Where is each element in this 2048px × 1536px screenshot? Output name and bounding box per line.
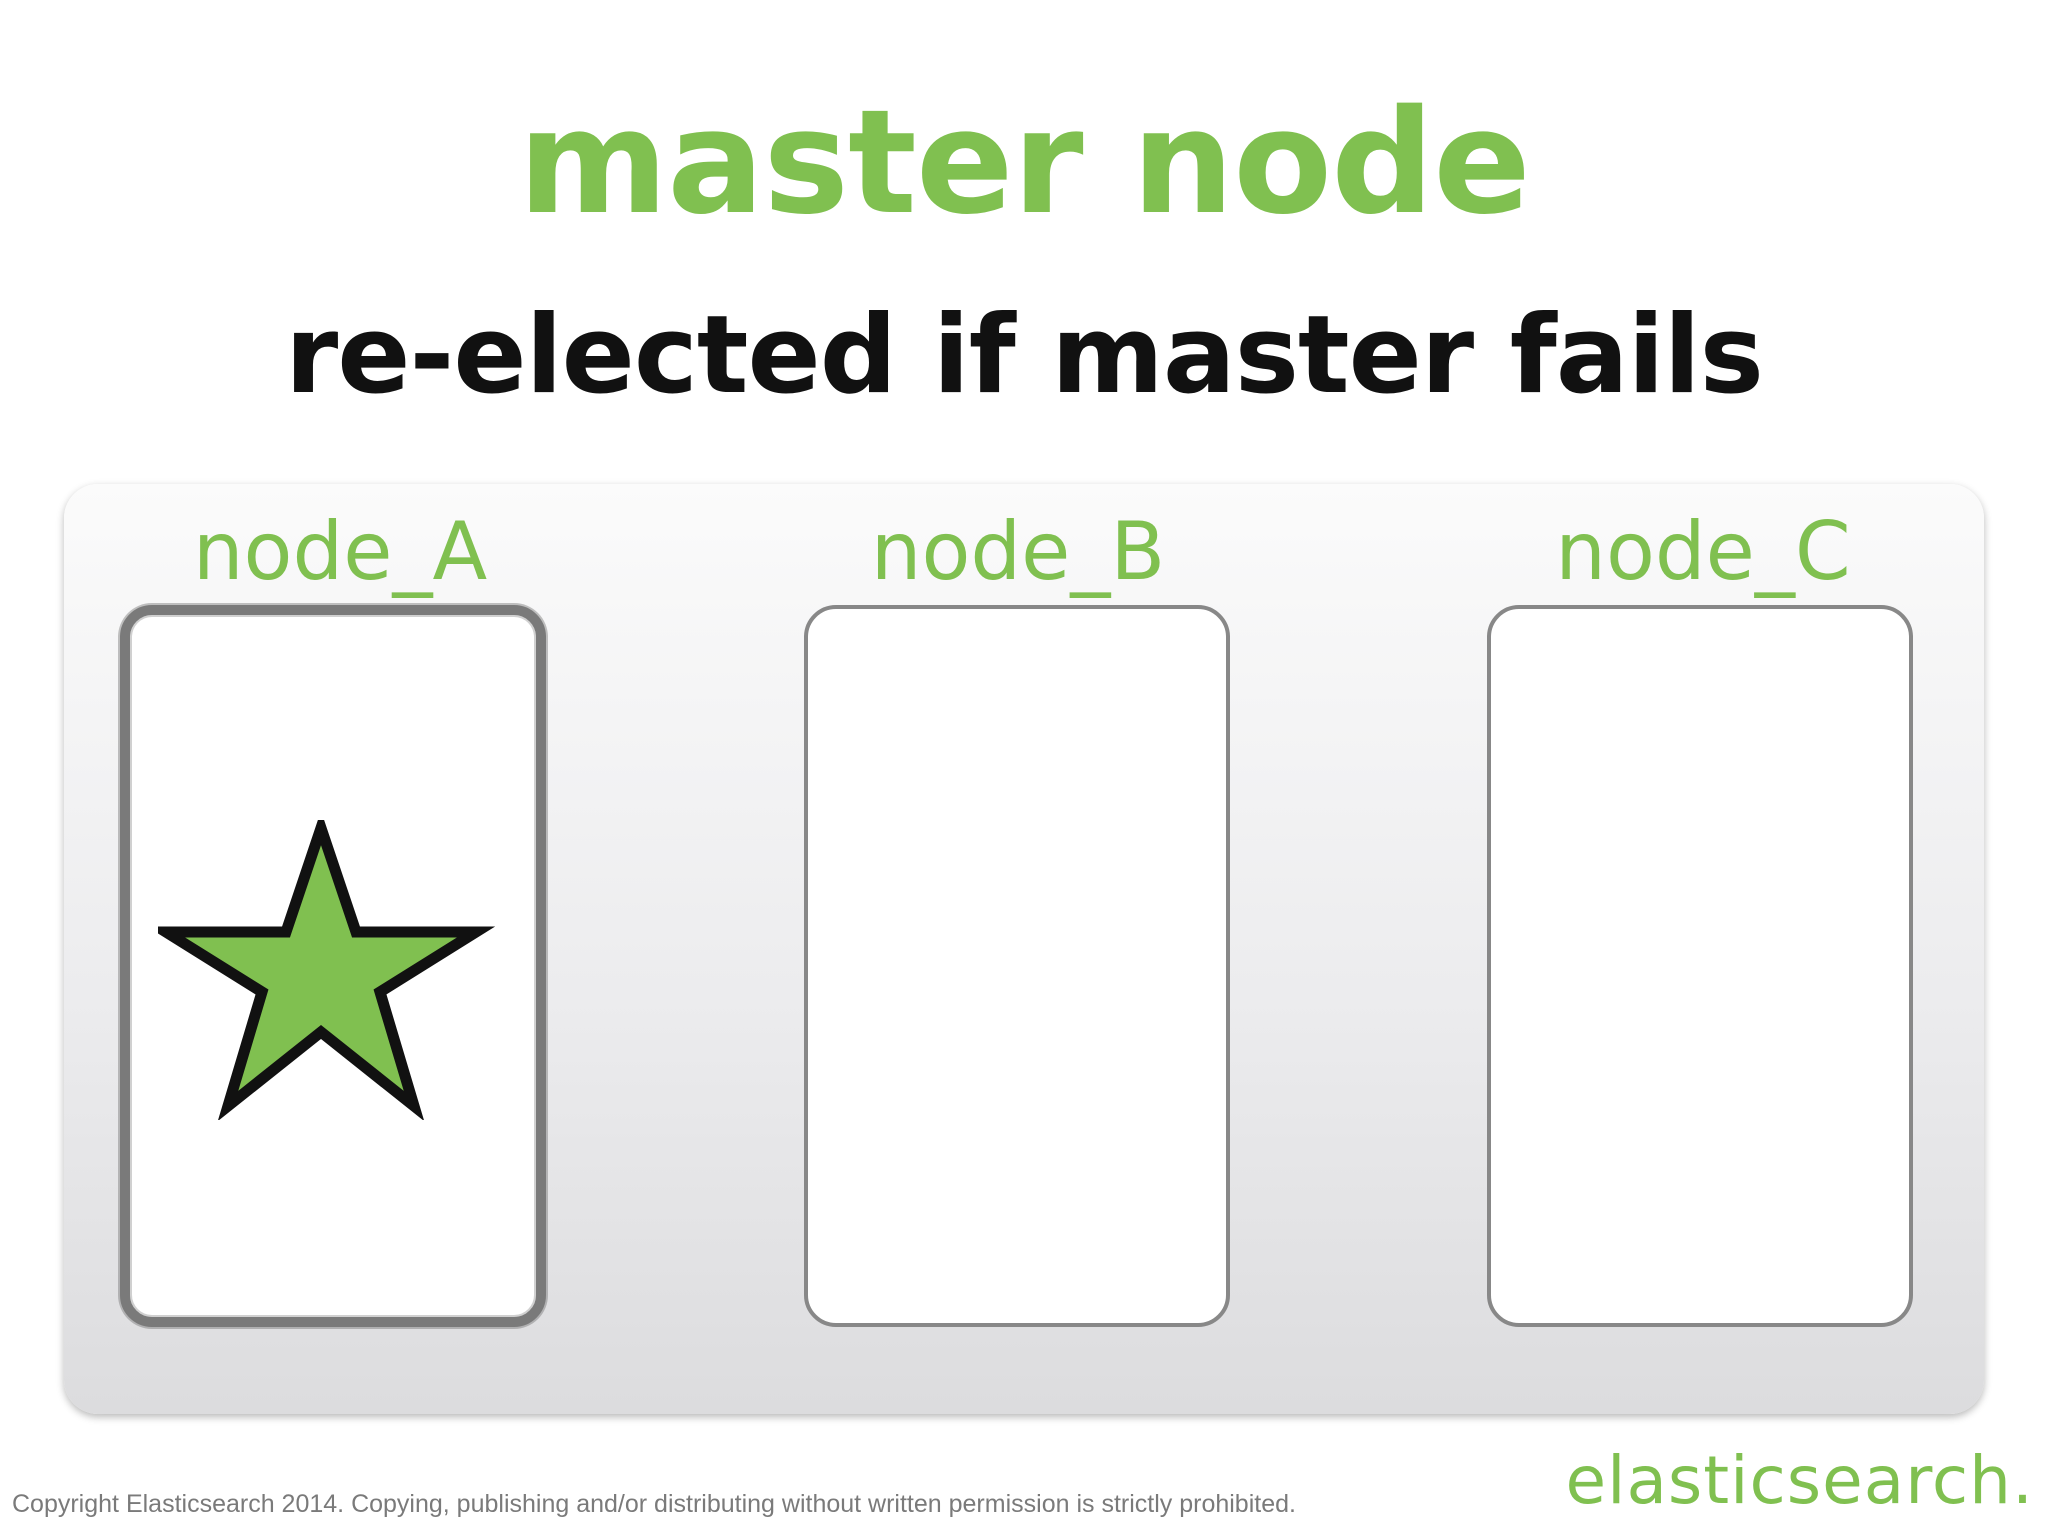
node-c-box	[1487, 605, 1913, 1327]
node-a-box	[120, 605, 546, 1327]
node-b-box	[804, 605, 1230, 1327]
elasticsearch-logo: elasticsearch.	[1565, 1442, 2034, 1519]
node-b-label: node_B	[870, 505, 1166, 598]
slide-title: master node	[518, 78, 1531, 246]
master-star-icon	[158, 820, 496, 1120]
slide-subtitle: re-elected if master fails	[285, 293, 1764, 418]
node-c-label: node_C	[1555, 505, 1851, 598]
copyright-footer: Copyright Elasticsearch 2014. Copying, p…	[12, 1490, 1296, 1518]
node-a-label: node_A	[192, 505, 488, 598]
